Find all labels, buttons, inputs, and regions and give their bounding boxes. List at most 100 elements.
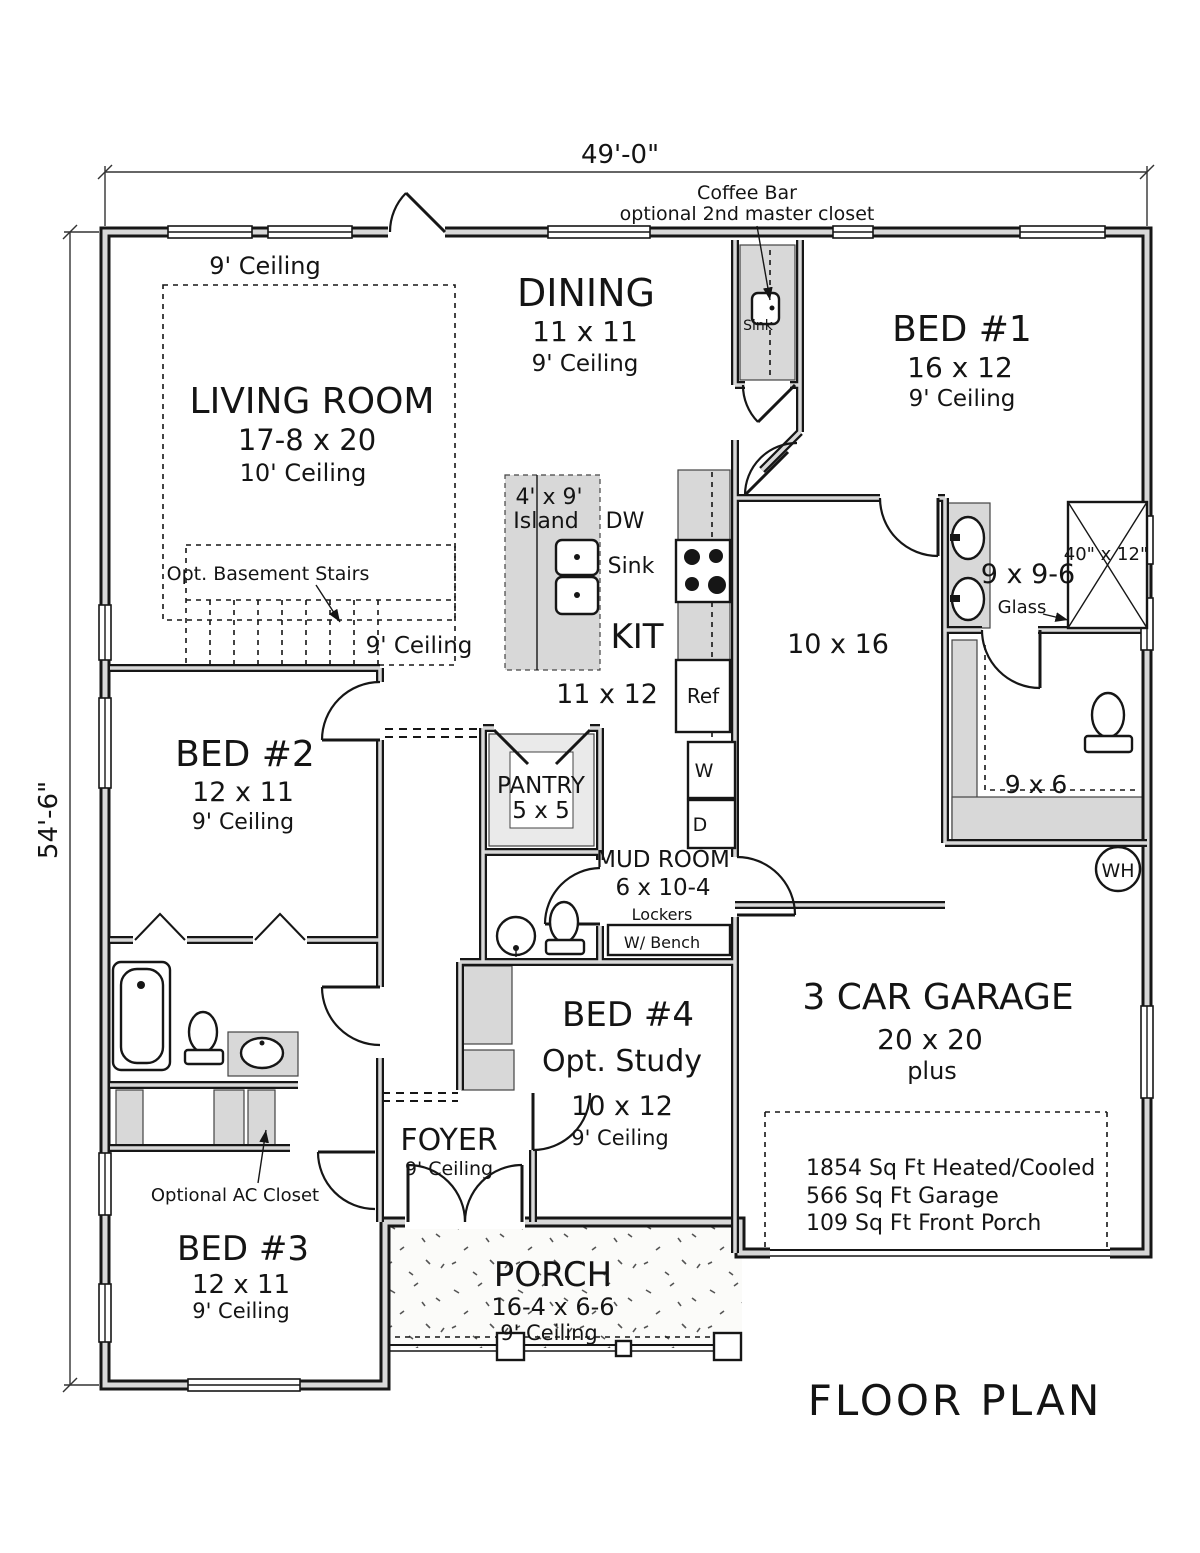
garage-plus: plus [907,1057,957,1085]
island-size: 4' x 9' [515,485,582,510]
porch-ceiling: 9' Ceiling [500,1321,598,1345]
coffee-bar-note-1: Coffee Bar [697,182,797,204]
sheet-title: FLOOR PLAN [808,1376,1103,1425]
coffee-closet-door [741,383,797,424]
bed4-closet [461,1049,515,1091]
porch-size: 16-4 x 6-6 [491,1293,614,1321]
master-bath-sinks [950,515,986,622]
bed4-name: BED #4 [562,995,694,1035]
kitchen-counter [677,601,731,661]
refrigerator [674,658,732,734]
room-labels: 9' Ceiling LIVING ROOM 17-8 x 20 10' Cei… [151,182,1148,1345]
bed4-alt: Opt. Study [542,1044,702,1079]
annotation-arrows [257,225,1069,1184]
bed3-closet [213,1089,245,1146]
bed1-size: 16 x 12 [907,351,1013,384]
basement-stairs-note: Opt. Basement Stairs [167,563,370,585]
foyer-ceiling: 9' Ceiling [405,1158,493,1180]
shower-size: 40" x 12" [1064,544,1148,565]
bed4-size: 10 x 12 [571,1091,673,1122]
front-double-door [406,1163,524,1223]
porch-column [712,1331,743,1362]
garage-door [770,1246,1110,1260]
dining-size: 11 x 11 [532,315,638,348]
hall-bath-door [320,985,381,1047]
porch-area [385,1222,743,1362]
bed2-door [320,680,381,742]
bed2-size: 12 x 11 [192,777,294,808]
lockers-label: Lockers [632,905,693,924]
sqft-porch: 109 Sq Ft Front Porch [806,1211,1041,1236]
kitchen-counter [677,469,731,541]
glass-note: Glass [998,597,1047,618]
bed3-size: 12 x 11 [192,1270,290,1300]
closet-size: 9 x 6 [1005,770,1068,799]
bed4-door [531,1092,592,1152]
sqft-heated: 1854 Sq Ft Heated/Cooled [806,1156,1095,1181]
kitchen-name: KIT [610,617,663,657]
sqft-garage: 566 Sq Ft Garage [806,1184,999,1209]
fixtures [111,291,1149,1072]
powder-toilet [544,900,586,956]
ceiling-note-nw: 9' Ceiling [209,252,320,280]
dining-ceiling: 9' Ceiling [532,351,639,377]
bed3-ceiling: 9' Ceiling [192,1299,290,1323]
bed4-closet [461,965,513,1045]
coffee-sink-label: Sink [743,318,774,334]
porch-post [614,1339,633,1358]
kitchen-sink [554,538,600,616]
doors [133,191,1042,1223]
powder-sink [495,915,537,957]
master-bath-door [878,497,940,558]
living-room-ceiling: 10' Ceiling [240,459,367,487]
dryer [686,798,737,850]
fridge-label: Ref [687,684,720,708]
washer-label: W [695,760,714,782]
bed1-name: BED #1 [892,309,1032,350]
pantry-name: PANTRY [497,773,586,799]
living-ceiling-outline [162,284,456,621]
bed2-ceiling: 9' Ceiling [192,810,294,835]
mudroom-name: MUD ROOM [596,847,730,873]
bed3-closet [247,1089,276,1146]
porch-column [495,1331,526,1362]
dryer-label: D [693,814,708,836]
flex-size: 10 x 16 [787,629,889,660]
mudroom-lockers [606,923,732,957]
toilet-room-door [980,629,1042,690]
garage-note-outline [764,1111,1108,1250]
shower [1066,500,1149,630]
island-label: Island [513,509,578,534]
master-bath-size: 9 x 9-6 [981,559,1075,590]
living-room-size: 17-8 x 20 [238,423,376,457]
stove [674,538,732,604]
water-heater-label: WH [1101,860,1134,882]
dimension-width-label: 49'-0" [581,140,659,170]
dimension-top: 49'-0" [97,140,1155,226]
porch-name: PORCH [494,1255,613,1295]
foyer-name: FOYER [400,1123,497,1158]
master-closet-shelving [951,796,1144,842]
dimension-height-label: 54'-6" [34,781,64,859]
mudroom-size: 6 x 10-4 [615,875,710,901]
bed3-closet [115,1089,144,1146]
garage-entry-door [736,855,797,917]
hall-sink [239,1036,285,1070]
dishwasher-label: DW [606,509,645,534]
bed3-name: BED #3 [177,1229,309,1269]
living-room-name: LIVING ROOM [190,381,435,422]
washer [686,740,737,800]
ac-closet-note: Optional AC Closet [151,1185,319,1206]
coffee-bar-note-2: optional 2nd master closet [620,203,875,225]
bifold-closet-doors [133,912,307,947]
dimension-left: 54'-6" [34,224,99,1393]
pantry-doors [492,728,592,766]
bed1-entry-door [743,441,798,497]
bathtub [111,960,172,1072]
kitchen-size: 11 x 12 [556,679,658,710]
bed3-door [316,1150,376,1211]
garage-size: 20 x 20 [877,1023,983,1056]
dining-name: DINING [517,271,655,315]
